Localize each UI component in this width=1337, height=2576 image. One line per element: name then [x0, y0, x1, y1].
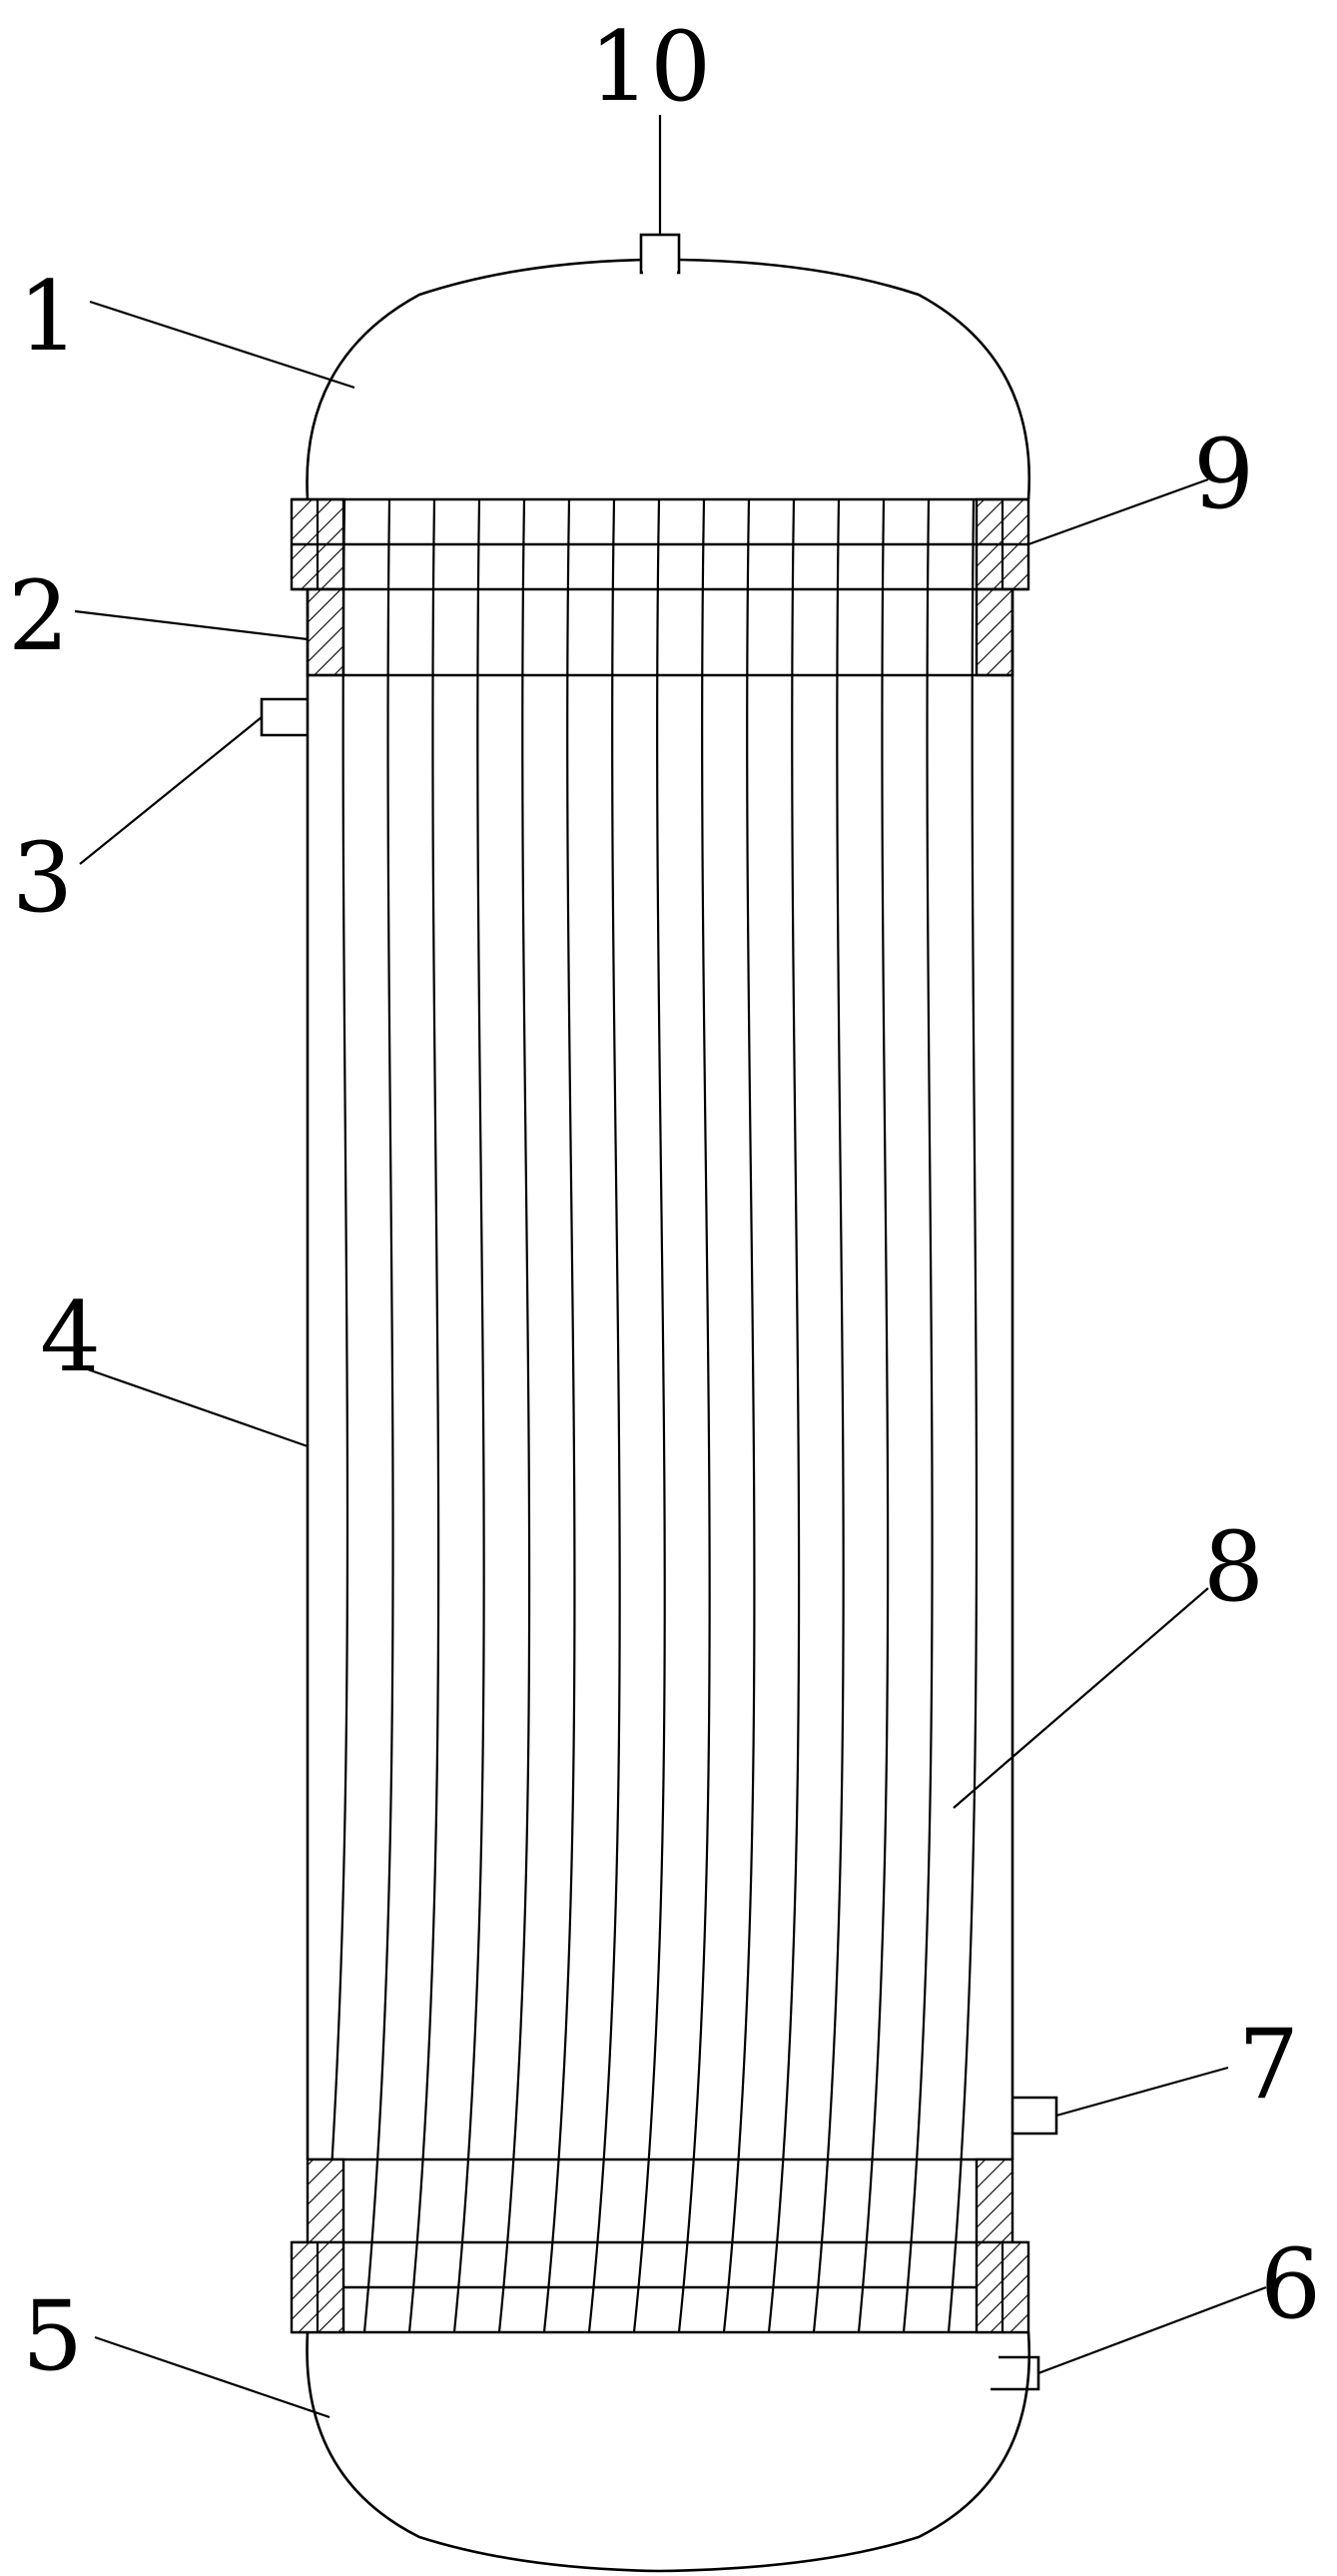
tube: [947, 498, 979, 2333]
bottom-outlet-nozzle: [991, 2355, 1040, 2391]
lower-tube-sheet-left: [306, 2157, 345, 2244]
tube: [318, 498, 349, 2333]
tube-bundle: [318, 498, 979, 2333]
tube: [497, 498, 531, 2333]
bottom-head: [306, 2331, 1031, 2573]
label-3: 3: [12, 822, 73, 934]
tube: [677, 498, 711, 2333]
top-nozzle: [639, 233, 681, 275]
label-5: 5: [22, 2280, 83, 2392]
tube: [632, 498, 666, 2333]
leader-8: [953, 1587, 1209, 1809]
label-1: 1: [18, 261, 79, 373]
tube: [767, 498, 801, 2333]
shell-inlet-nozzle: [260, 697, 308, 737]
tube: [587, 498, 621, 2333]
tube: [452, 498, 485, 2333]
leader-2: [74, 609, 309, 641]
label-7: 7: [1238, 2009, 1299, 2121]
lower-tube-sheet-right: [975, 2157, 1014, 2244]
tube: [812, 498, 845, 2333]
shell-outlet-nozzle: [1012, 2096, 1058, 2136]
label-8: 8: [1203, 1511, 1264, 1623]
leader-6: [1037, 2285, 1267, 2375]
tube: [857, 498, 890, 2333]
leader-1: [89, 300, 355, 390]
label-10: 10: [589, 11, 711, 123]
tube: [542, 498, 576, 2333]
top-head: [306, 258, 1031, 500]
tube: [407, 498, 440, 2333]
leader-4: [84, 1366, 309, 1448]
tube: [362, 498, 394, 2333]
label-6: 6: [1260, 2228, 1321, 2340]
leader-5: [94, 2335, 331, 2419]
label-4: 4: [40, 1282, 101, 1393]
upper-tube-sheet-left: [306, 587, 345, 677]
leader-7: [1055, 2066, 1229, 2118]
leader-9: [1027, 477, 1209, 546]
tube: [722, 498, 756, 2333]
leader-3: [79, 716, 263, 865]
upper-tube-sheet-right: [975, 587, 1014, 677]
label-2: 2: [8, 560, 69, 672]
tube: [902, 498, 934, 2333]
label-9: 9: [1193, 419, 1254, 530]
